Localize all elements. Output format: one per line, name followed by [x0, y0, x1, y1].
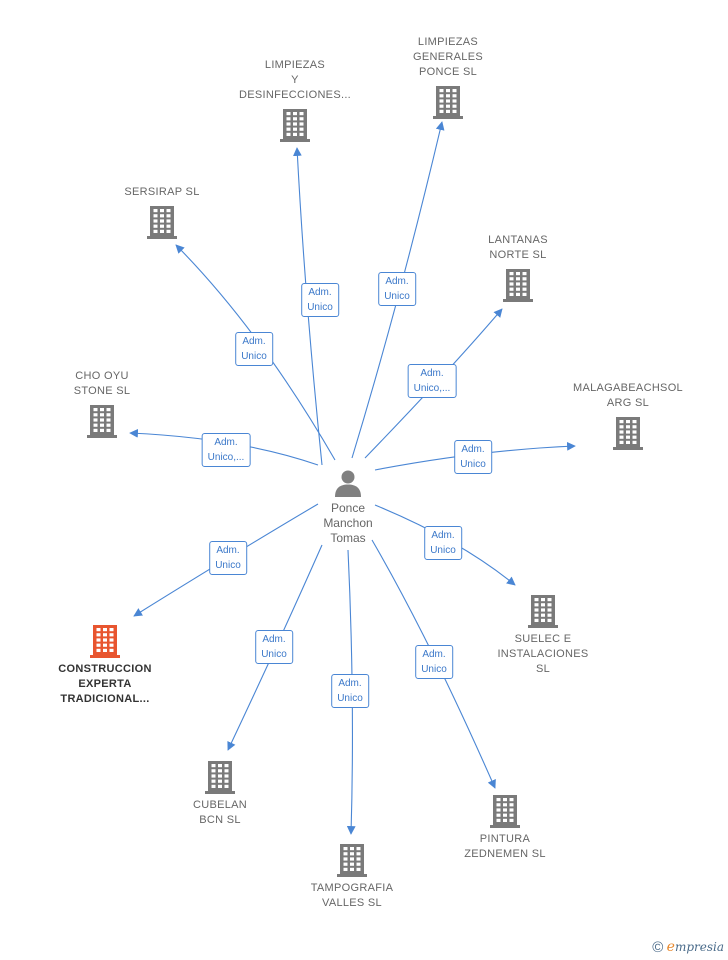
copyright-symbol: ©	[652, 939, 664, 956]
role-badge-sersirap[interactable]: Adm. Unico	[235, 332, 273, 366]
building-icon	[87, 405, 117, 438]
company-node-limpiezas-y-desinfecciones[interactable]: LIMPIEZAS Y DESINFECCIONES...	[220, 58, 370, 142]
company-node-tampografia-valles[interactable]: TAMPOGRAFIA VALLES SL	[277, 843, 427, 911]
building-icon	[147, 206, 177, 239]
role-badge-pintura-zednemen[interactable]: Adm. Unico	[415, 645, 453, 679]
company-node-limpiezas-generales-ponce[interactable]: LIMPIEZAS GENERALES PONCE SL	[373, 35, 523, 119]
building-icon	[490, 795, 520, 828]
company-node-cubelan-bcn[interactable]: CUBELAN BCN SL	[145, 760, 295, 828]
company-label: CHO OYU STONE SL	[73, 370, 131, 397]
company-node-lantanas-norte[interactable]: LANTANAS NORTE SL	[443, 233, 593, 302]
building-icon	[613, 417, 643, 450]
company-node-sersirap[interactable]: SERSIRAP SL	[87, 185, 237, 239]
person-name: Ponce Manchon Tomas	[323, 501, 373, 545]
role-badge-limpiezas-generales-ponce[interactable]: Adm. Unico	[378, 272, 416, 306]
company-node-cho-oyu-stone[interactable]: CHO OYU STONE SL	[27, 369, 177, 438]
company-label: CONSTRUCCION EXPERTA TRADICIONAL...	[58, 663, 152, 705]
person-icon	[335, 470, 361, 497]
company-label: PINTURA ZEDNEMEN SL	[464, 833, 546, 860]
company-label: LIMPIEZAS GENERALES PONCE SL	[413, 36, 483, 78]
company-label: TAMPOGRAFIA VALLES SL	[310, 882, 394, 909]
company-label: CUBELAN BCN SL	[192, 799, 248, 826]
role-badge-cubelan-bcn[interactable]: Adm. Unico	[255, 630, 293, 664]
company-label: MALAGABEACHSOL ARG SL	[573, 382, 683, 409]
person-node[interactable]: Ponce Manchon Tomas	[298, 468, 398, 546]
company-label: LIMPIEZAS Y DESINFECCIONES...	[238, 59, 352, 101]
building-icon	[280, 109, 310, 142]
company-node-suelec-instalaciones[interactable]: SUELEC E INSTALACIONES SL	[468, 594, 618, 677]
company-label: SERSIRAP SL	[124, 186, 200, 198]
company-label: LANTANAS NORTE SL	[488, 234, 548, 261]
building-icon	[528, 595, 558, 628]
role-badge-limpiezas-y-desinfecciones[interactable]: Adm. Unico	[301, 283, 339, 317]
role-badge-construccion-experta[interactable]: Adm. Unico	[209, 541, 247, 575]
brand-footer: © empresia	[652, 939, 724, 956]
building-icon	[90, 625, 120, 658]
building-icon	[433, 86, 463, 119]
brand-logo-e: e	[666, 939, 675, 955]
company-label: SUELEC E INSTALACIONES SL	[497, 633, 589, 675]
role-badge-suelec-instalaciones[interactable]: Adm. Unico	[424, 526, 462, 560]
company-node-pintura-zednemen[interactable]: PINTURA ZEDNEMEN SL	[430, 794, 580, 862]
building-icon	[503, 269, 533, 302]
role-badge-tampografia-valles[interactable]: Adm. Unico	[331, 674, 369, 708]
company-node-malagabeachsolarg[interactable]: MALAGABEACHSOL ARG SL	[553, 381, 703, 450]
building-icon	[205, 761, 235, 794]
brand-logo-text: mpresia	[674, 940, 724, 954]
role-badge-malagabeachsolarg[interactable]: Adm. Unico	[454, 440, 492, 474]
building-icon	[337, 844, 367, 877]
company-node-construccion-experta[interactable]: CONSTRUCCION EXPERTA TRADICIONAL...	[30, 624, 180, 707]
role-badge-lantanas-norte[interactable]: Adm. Unico,...	[407, 364, 457, 398]
role-badge-cho-oyu-stone[interactable]: Adm. Unico,...	[201, 433, 251, 467]
